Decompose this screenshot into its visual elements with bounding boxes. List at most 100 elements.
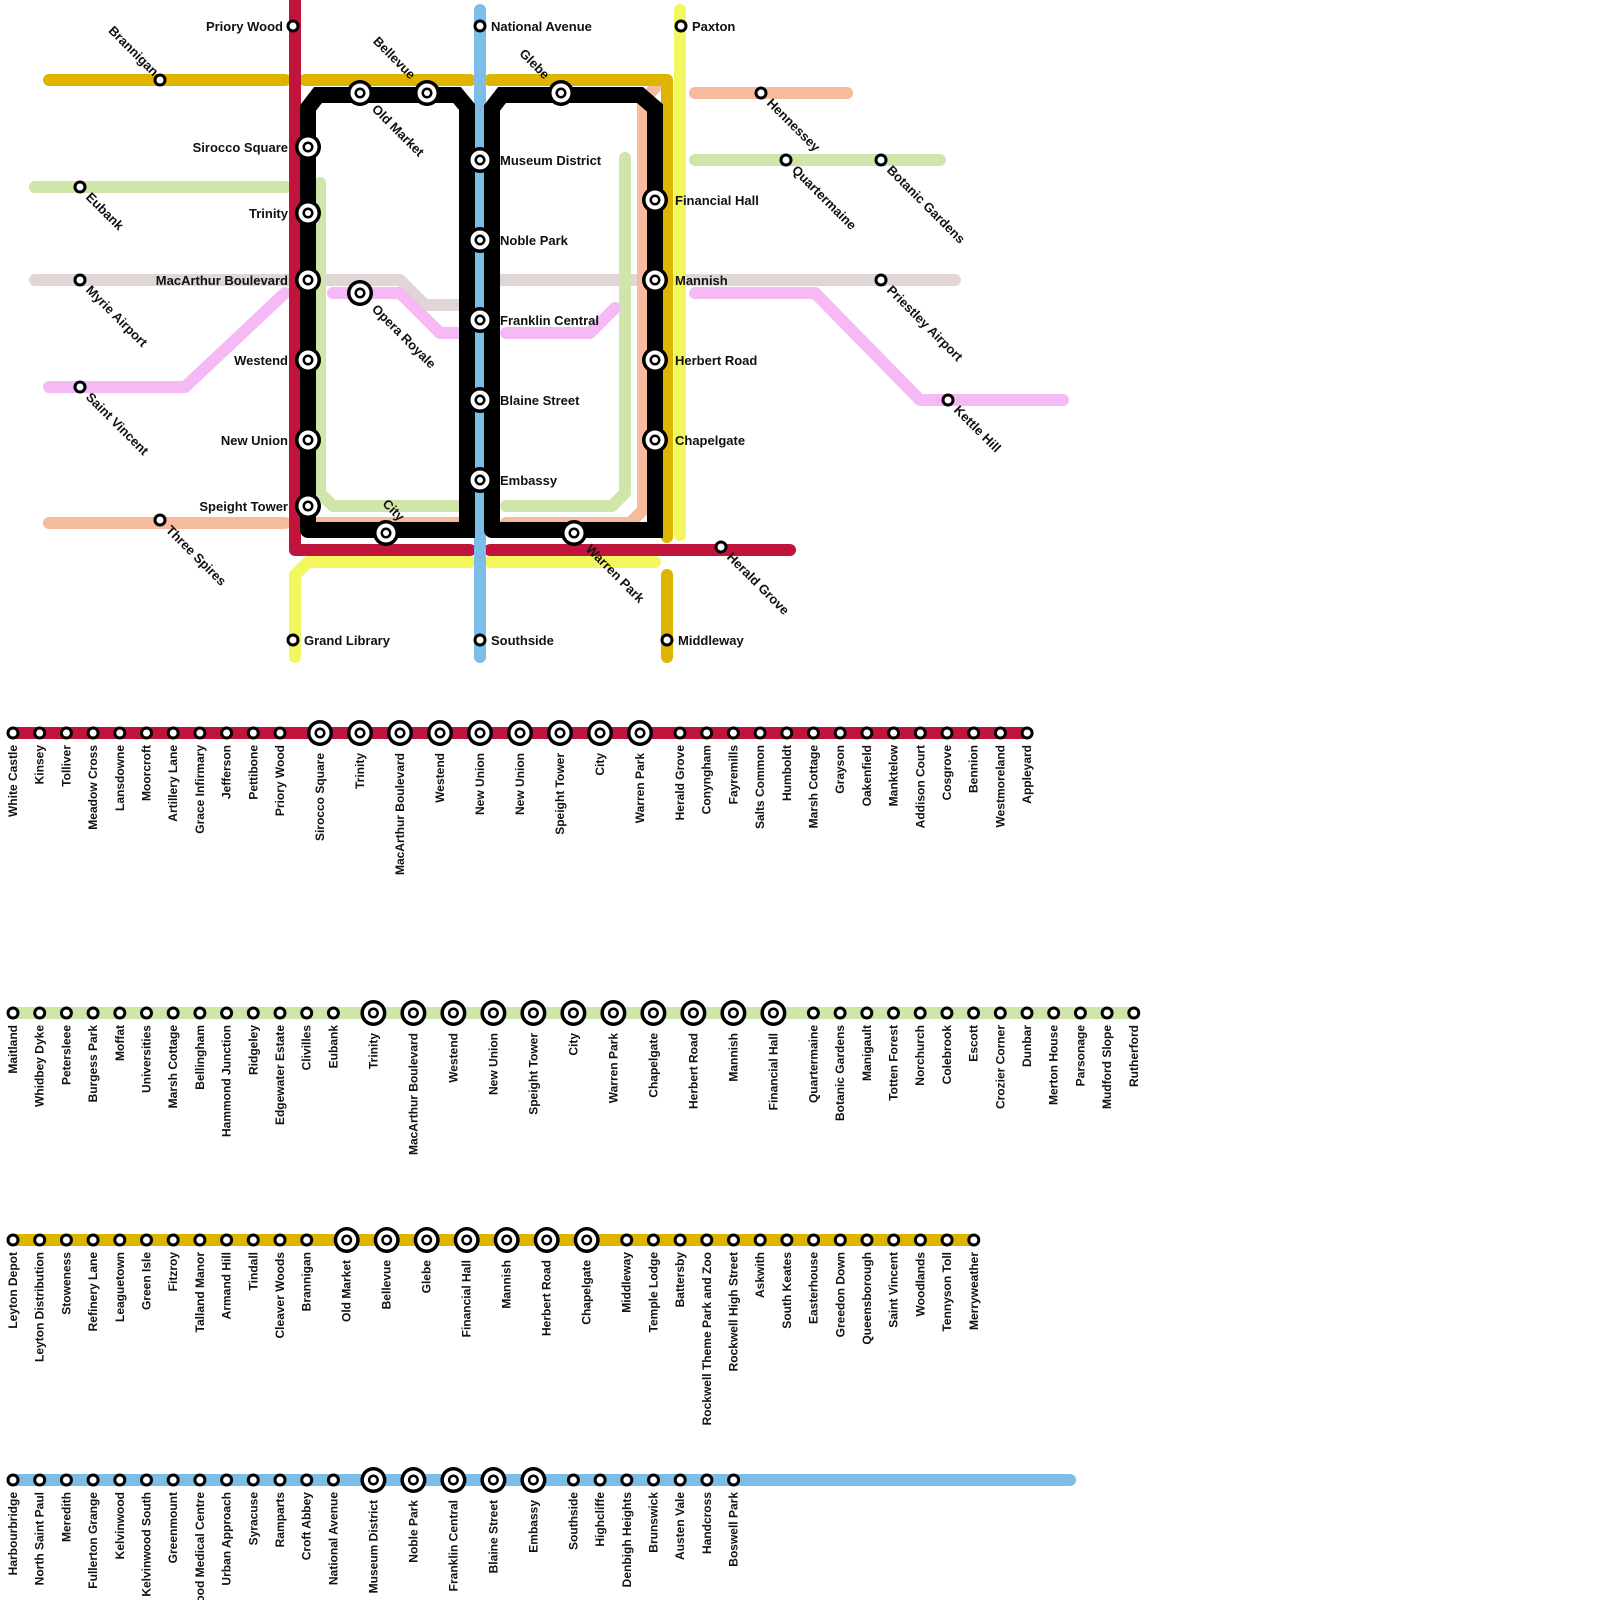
strip-station[interactable] [220, 1233, 234, 1247]
station-trinity[interactable] [295, 200, 321, 226]
strip-station[interactable] [940, 1006, 954, 1020]
strip-station[interactable] [673, 726, 687, 740]
strip-station[interactable] [220, 726, 234, 740]
strip-station[interactable] [480, 1467, 507, 1493]
strip-station[interactable] [6, 726, 20, 740]
strip-station[interactable] [166, 1473, 180, 1487]
strip-station[interactable] [620, 1233, 634, 1247]
strip-station[interactable] [940, 726, 954, 740]
strip-station[interactable] [220, 1006, 234, 1020]
strip-station[interactable] [400, 1000, 427, 1026]
strip-station[interactable] [140, 1233, 153, 1247]
strip-station[interactable] [726, 726, 740, 740]
strip-station[interactable] [300, 1473, 314, 1487]
strip-station[interactable] [833, 1233, 847, 1247]
strip-station[interactable] [413, 1227, 440, 1253]
strip-station[interactable] [807, 1233, 821, 1247]
strip-station[interactable] [700, 726, 714, 740]
strip-station[interactable] [347, 720, 373, 746]
strip-station[interactable] [993, 1006, 1007, 1020]
strip-station[interactable] [700, 1233, 714, 1247]
strip-station[interactable] [573, 1227, 600, 1253]
station-westend[interactable] [295, 347, 321, 373]
strip-station[interactable] [727, 1233, 740, 1247]
strip-station[interactable] [1073, 1006, 1087, 1020]
strip-station[interactable] [373, 1227, 400, 1253]
strip-station[interactable] [113, 1473, 127, 1487]
strip-station[interactable] [833, 1006, 847, 1020]
strip-station[interactable] [193, 1006, 207, 1020]
strip-station[interactable] [113, 1233, 127, 1247]
strip-station[interactable] [360, 1000, 387, 1026]
strip-station[interactable] [913, 1233, 927, 1247]
station-southside[interactable] [473, 633, 487, 647]
strip-station[interactable] [887, 726, 901, 740]
strip-station[interactable] [307, 720, 333, 746]
strip-station[interactable] [193, 1233, 207, 1247]
station-franklin-central[interactable] [467, 307, 493, 333]
strip-station[interactable] [600, 1000, 627, 1026]
strip-station[interactable] [533, 1227, 560, 1253]
strip-station[interactable] [507, 720, 533, 746]
station-quartermaine[interactable] [779, 153, 793, 167]
strip-station[interactable] [273, 1006, 287, 1020]
strip-station[interactable] [86, 726, 100, 740]
strip-station[interactable] [333, 1227, 360, 1253]
station-saint-vincent[interactable] [73, 380, 87, 394]
strip-station[interactable] [967, 1006, 981, 1020]
strip-station[interactable] [193, 1473, 207, 1487]
strip-station[interactable] [640, 1000, 667, 1026]
strip-station[interactable] [140, 1006, 153, 1020]
strip-station[interactable] [760, 1000, 787, 1026]
strip-station[interactable] [246, 1006, 260, 1020]
strip-station[interactable] [33, 1473, 47, 1487]
strip-station[interactable] [326, 1473, 340, 1487]
strip-station[interactable] [273, 1473, 287, 1487]
strip-station[interactable] [113, 1006, 127, 1020]
station-botanic-gardens[interactable] [874, 153, 888, 167]
station-priestley-airport[interactable] [874, 273, 888, 287]
strip-station[interactable] [940, 1233, 954, 1247]
strip-station[interactable] [193, 726, 207, 740]
strip-station[interactable] [887, 1006, 900, 1020]
strip-station[interactable] [246, 1473, 260, 1487]
strip-station[interactable] [300, 1006, 314, 1020]
strip-station[interactable] [360, 1467, 387, 1493]
strip-station[interactable] [493, 1227, 520, 1253]
station-brannigan[interactable] [153, 73, 167, 87]
strip-station[interactable] [440, 1467, 467, 1493]
strip-station[interactable] [59, 1006, 73, 1020]
strip-station[interactable] [967, 726, 981, 740]
strip-station[interactable] [720, 1000, 747, 1026]
station-national-avenue[interactable] [473, 19, 487, 33]
station-city[interactable] [373, 520, 399, 546]
station-speight-tower[interactable] [295, 493, 321, 519]
station-chapelgate[interactable] [642, 427, 668, 453]
strip-station[interactable] [993, 726, 1007, 740]
strip-station[interactable] [326, 1006, 340, 1020]
strip-station[interactable] [860, 1233, 874, 1247]
station-museum-district[interactable] [467, 147, 493, 173]
strip-station[interactable] [1020, 1006, 1034, 1020]
strip-station[interactable] [387, 720, 413, 746]
strip-station[interactable] [113, 726, 127, 740]
strip-station[interactable] [753, 1233, 767, 1247]
strip-station[interactable] [273, 726, 287, 740]
strip-station[interactable] [140, 726, 153, 740]
strip-station[interactable] [807, 726, 820, 740]
strip-station[interactable] [887, 1233, 901, 1247]
strip-station[interactable] [1100, 1006, 1114, 1020]
strip-station[interactable] [860, 726, 874, 740]
strip-station[interactable] [1020, 726, 1034, 740]
strip-station[interactable] [166, 1233, 180, 1247]
strip-station[interactable] [246, 726, 260, 740]
strip-station[interactable] [753, 726, 767, 740]
strip-station[interactable] [520, 1467, 547, 1493]
strip-station[interactable] [700, 1473, 714, 1487]
strip-station[interactable] [453, 1227, 480, 1253]
strip-station[interactable] [520, 1000, 547, 1026]
strip-station[interactable] [86, 1006, 100, 1020]
station-three-spires[interactable] [153, 513, 167, 527]
station-opera-royale[interactable] [347, 280, 373, 306]
strip-station[interactable] [1047, 1006, 1061, 1020]
